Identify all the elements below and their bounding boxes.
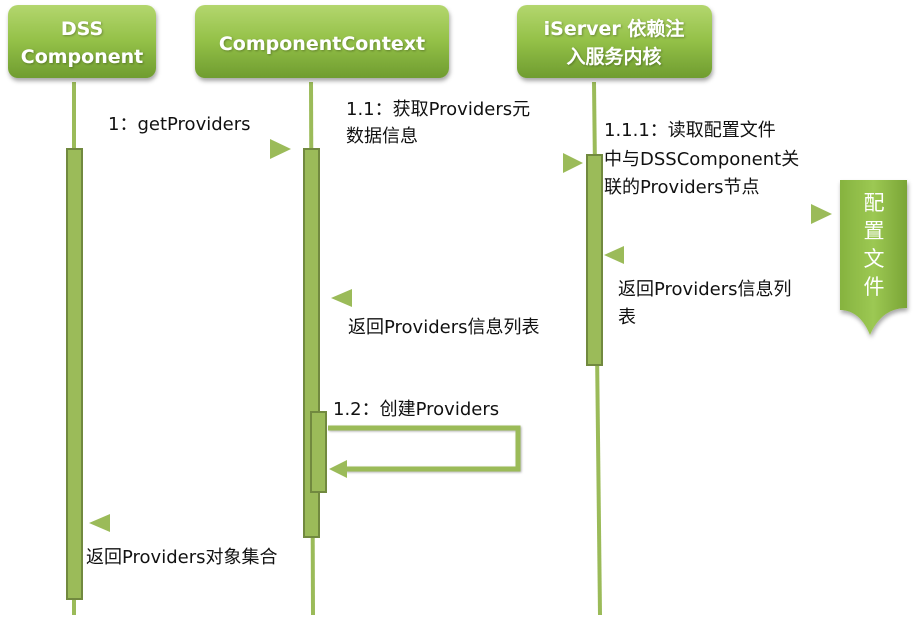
message-get-metadata-line1: 1.1：获取Providers元	[346, 99, 530, 120]
config-file-char-3: 文	[864, 247, 885, 271]
participant-component-context: ComponentContext	[195, 5, 449, 78]
arrowhead-icon	[811, 204, 832, 224]
participant-iserver: iServer 依赖注 入服务内核	[517, 5, 712, 78]
config-file-char-4: 件	[864, 275, 885, 299]
config-file-char-2: 置	[864, 219, 885, 243]
message-create-providers-label: 1.2：创建Providers	[333, 399, 499, 420]
arrowhead-icon	[270, 139, 291, 159]
return-config-line1: 返回Providers信息列	[618, 279, 792, 300]
return-config-providers-list: 返回Providers信息列 表	[604, 246, 826, 328]
message-get-metadata-line2: 数据信息	[346, 126, 418, 147]
config-file-char-1: 配	[864, 191, 885, 215]
participant-dss: DSS Component	[8, 5, 156, 78]
message-create-providers: 1.2：创建Providers	[328, 399, 521, 478]
arrowhead-icon	[89, 514, 110, 532]
return-providers-info-list: 返回Providers信息列表	[331, 289, 582, 338]
activation-iserver	[586, 154, 603, 366]
message-read-config: 1.1.1：读取配置文件 中与DSSComponent关 联的Providers…	[604, 120, 832, 224]
participant-dss-line1: DSS	[61, 18, 103, 40]
activation-ctx-self	[310, 411, 327, 493]
message-getproviders: 1：getProviders	[97, 114, 291, 159]
return-providers-collection-label: 返回Providers对象集合	[86, 547, 278, 568]
message-read-config-line3: 联的Providers节点	[604, 177, 760, 198]
arrowhead-icon	[329, 460, 347, 478]
config-file: 配 置 文 件	[840, 180, 907, 335]
return-config-line2: 表	[618, 307, 636, 328]
message-get-metadata: 1.1：获取Providers元 数据信息	[330, 99, 583, 173]
message-read-config-line1: 1.1.1：读取配置文件	[604, 120, 776, 141]
participant-dss-line2: Component	[21, 46, 143, 68]
arrowhead-icon	[604, 246, 624, 264]
message-getproviders-label: 1：getProviders	[108, 114, 251, 135]
arrowhead-icon	[331, 289, 352, 307]
message-read-config-line2: 中与DSSComponent关	[604, 149, 799, 170]
participant-iserver-line2: 入服务内核	[566, 45, 661, 68]
participant-ctx-line1: ComponentContext	[219, 33, 425, 55]
return-providers-collection: 返回Providers对象集合	[86, 514, 286, 568]
return-providers-info-label: 返回Providers信息列表	[348, 317, 540, 338]
arrowhead-icon	[563, 153, 583, 173]
participant-iserver-line1: iServer 依赖注	[544, 17, 685, 40]
activation-dss	[66, 148, 83, 600]
